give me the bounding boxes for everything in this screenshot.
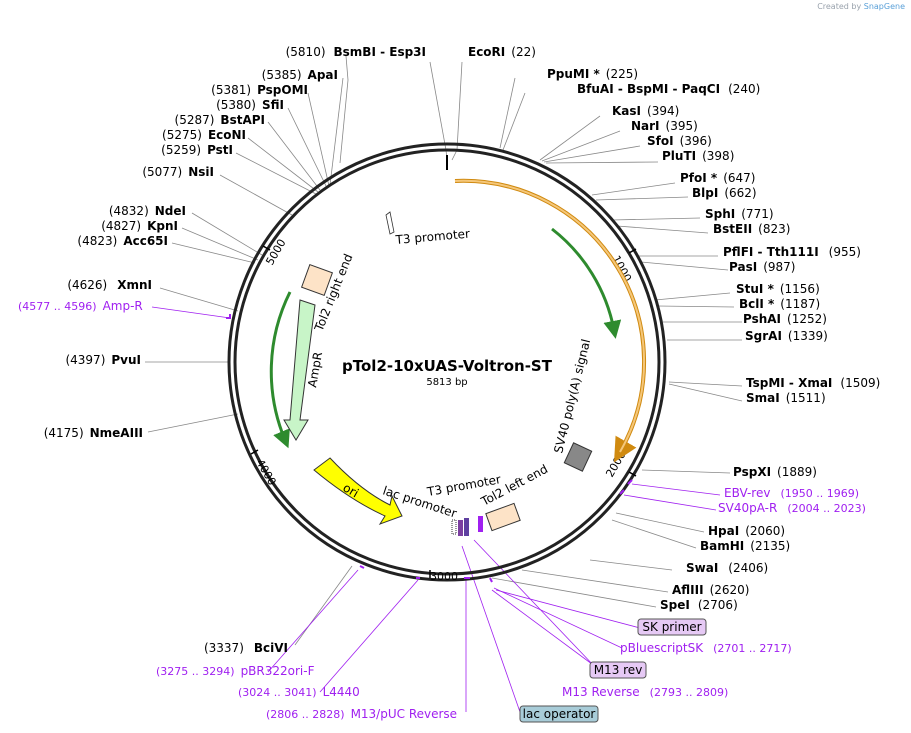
primer-m13-reverse: M13 Reverse(2793 .. 2809) [562, 685, 728, 699]
feature-arc-orange-fill [454, 179, 645, 453]
feature-arc-orange [454, 178, 646, 463]
site-blpi: BlpI(662) [692, 186, 757, 200]
site-smai: SmaI(1511) [746, 391, 826, 405]
site-psti: (5259)PstI [161, 143, 233, 157]
site-econi: (5275)EcoNI [162, 128, 246, 142]
sk-primer-box [637, 618, 707, 636]
site-pluti: PluTI(398) [662, 149, 734, 163]
primer-ebv-rev: EBV-rev(1950 .. 1969) [724, 486, 859, 500]
primer-amp-r: (4577 .. 4596)Amp-R [18, 299, 143, 313]
site-sfoi: SfoI(396) [647, 134, 712, 148]
site-kasi: KasI(394) [612, 104, 679, 118]
primer-list: EBV-rev(1950 .. 1969) SV40pA-R(2004 .. 2… [18, 299, 866, 721]
plasmid-name: pTol2-10xUAS-Voltron-ST [342, 357, 553, 375]
lac-operator-mark [451, 519, 457, 535]
site-pspomi: (5381)PspOMI [211, 83, 308, 97]
credit-prefix: Created by [817, 2, 862, 11]
site-bsteii: BstEII(823) [713, 222, 790, 236]
site-bamhi: BamHI(2135) [700, 539, 790, 553]
tol2-right-end-feature [300, 263, 334, 297]
site-ecori: EcoRI(22) [468, 45, 536, 59]
backbone-inner [233, 148, 661, 576]
credit-brand: SnapGene [863, 2, 905, 11]
site-pflfi: PflFI - Tth111I(955) [723, 245, 861, 259]
site-bsmbi: (5810)BsmBI - Esp3I [286, 45, 426, 59]
primer-leaders [151, 306, 721, 713]
site-sfii: (5380)SfiI [216, 98, 284, 112]
site-stui: StuI *(1156) [736, 282, 820, 296]
site-pfoi: PfoI *(647) [680, 171, 755, 185]
m13-rev-box [589, 661, 647, 679]
feature-label-ori: ori [341, 480, 362, 500]
site-nari: NarI(395) [631, 119, 698, 133]
site-ppumi: PpuMI *(225) [547, 67, 638, 81]
leader-lines [145, 55, 743, 646]
site-xmni: (4626)XmnI [67, 278, 152, 292]
site-tspmi: TspMI - XmaI(1509) [746, 376, 880, 390]
tol2-left-end-feature [485, 502, 521, 532]
snapgene-credit: Created by SnapGene [817, 2, 905, 11]
site-acc65i: (4823)Acc65I [77, 234, 168, 248]
ori-feature [313, 457, 403, 525]
site-nsii: (5077)NsiI [142, 165, 214, 179]
site-swai: SwaI(2406) [686, 561, 768, 575]
primer-sv40pa-r: SV40pA-R(2004 .. 2023) [718, 501, 866, 515]
left-site-list: (5810)BsmBI - Esp3I (5385)ApaI (5381)Psp… [44, 45, 426, 655]
plasmid-length: 5813 bp [426, 377, 467, 388]
tick-label-3000: 3000 [430, 570, 458, 583]
lac-feature-2 [464, 518, 469, 536]
ampr-feature [283, 299, 316, 441]
t3-promoter-top-feature [385, 211, 395, 235]
tick-label-4000: 4000 [253, 457, 278, 488]
primer-marks [226, 314, 633, 583]
site-nmeaiii: (4175)NmeAIII [44, 426, 143, 440]
lac-feature-3 [478, 516, 483, 532]
sk-primer-label: SK primer [642, 620, 701, 634]
site-pvui: (4397)PvuI [65, 353, 141, 367]
site-spei: SpeI(2706) [660, 598, 738, 612]
site-bstapi: (5287)BstAPI [175, 113, 265, 127]
site-sgrai: SgrAI(1339) [745, 329, 828, 343]
m13-rev-label: M13 rev [594, 663, 643, 677]
site-afliii: AflIII(2620) [672, 583, 749, 597]
primer-pbr322ori-f: (3275 .. 3294)pBR322ori-F [156, 664, 315, 678]
backbone-outer [227, 142, 667, 582]
primer-m13-puc-reverse: (2806 .. 2828)M13/pUC Reverse [266, 707, 457, 721]
site-pspxi: PspXI(1889) [733, 465, 817, 479]
primer-l4440: (3024 .. 3041)L4440 [238, 685, 360, 699]
site-hpai: HpaI(2060) [708, 524, 785, 538]
site-kpni: (4827)KpnI [101, 219, 178, 233]
feature-label-sv40: SV40 poly(A) signal [551, 338, 593, 455]
lac-operator-label: lac operator [523, 707, 596, 721]
primer-pbluescriptsk: pBluescriptSK(2701 .. 2717) [620, 641, 792, 655]
feature-arc-green [551, 227, 622, 339]
site-pasi: PasI(987) [729, 260, 795, 274]
tick-marks [250, 245, 637, 578]
right-site-list: EcoRI(22) PpuMI *(225) BfuAI - BspMI - P… [468, 45, 880, 612]
site-sphi: SphI(771) [705, 207, 774, 221]
site-pshai: PshAI(1252) [743, 312, 827, 326]
amp-outer-arc [269, 291, 292, 449]
site-bfuai: BfuAI - BspMI - PaqCI(240) [577, 82, 760, 96]
site-ndei: (4832)NdeI [109, 204, 186, 218]
site-bcivi: (3337)BciVI [204, 641, 288, 655]
lac-operator-box [519, 705, 599, 723]
site-bcli: BclI *(1187) [739, 297, 820, 311]
lac-feature-1 [458, 520, 463, 536]
feature-label-ampr: AmpR [305, 351, 325, 389]
site-apai: (5385)ApaI [262, 68, 338, 82]
feature-label-t3-top: T3 promoter [394, 227, 470, 248]
sv40-polya-feature [563, 442, 593, 472]
